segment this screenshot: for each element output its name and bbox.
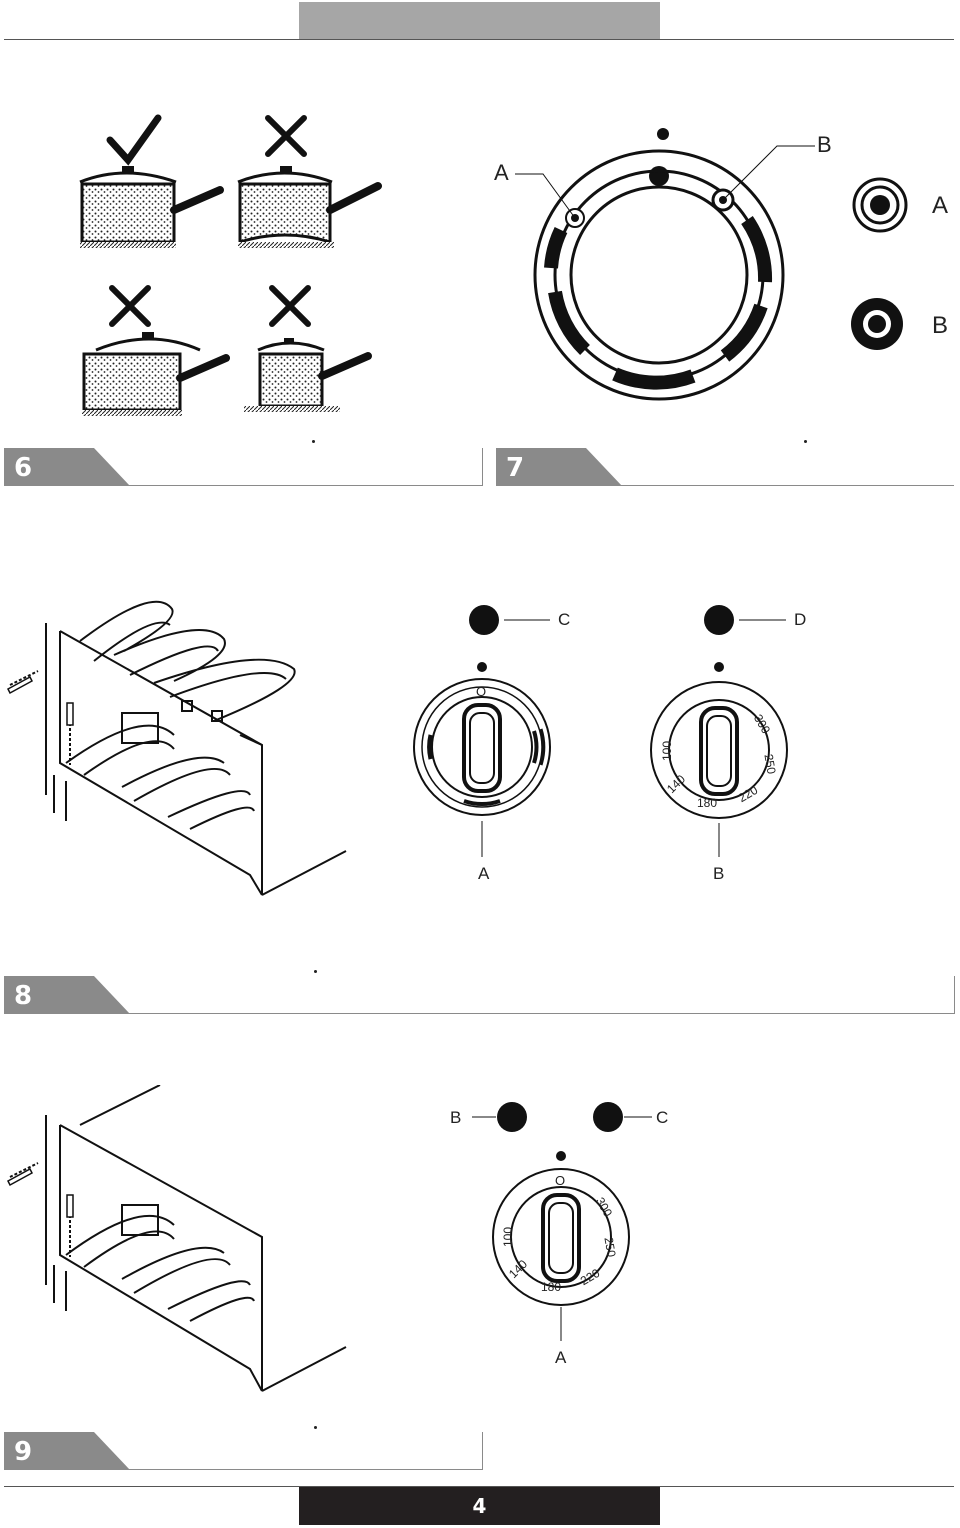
section-7-number: 7 [506,453,525,483]
caption-dot [312,440,315,443]
symbol-a-icon [852,177,908,233]
footer-rule [4,1486,954,1487]
cross-icon [265,115,307,157]
fig9-label-a: A [555,1348,567,1367]
fig8-label-b: B [713,864,725,883]
pot-wrong-warped [237,166,382,248]
knob-diagram-fig8 [413,605,788,857]
check-icon [106,114,162,166]
section-7-frame [496,448,954,486]
knob-b-scale-180: 180 [697,796,718,810]
section-7-tab [496,448,622,486]
fig8-label-a: A [478,864,490,883]
header-rule [4,39,954,40]
section-9-number: 9 [14,1437,33,1467]
knob-scale-100: 100 [501,1226,516,1248]
symbol-b-icon [851,298,903,350]
section-8-frame [4,976,955,1014]
fig9-label-c: C [656,1108,669,1127]
knob-scale-180: 180 [541,1280,562,1294]
knob-b-scale-100: 100 [660,740,675,762]
section-6-tab [4,448,130,486]
fig8-label-d: D [794,610,807,629]
knob-c [492,1168,630,1306]
fig8-label-c: C [558,610,571,629]
knob-zero: O [555,1173,566,1188]
section-6-number: 6 [14,453,33,483]
page-number: 4 [299,1487,660,1525]
fig7-label-a: A [494,160,509,185]
caption-dot [314,1426,317,1429]
fig7-label-b: B [817,132,832,157]
pot-wrong-small [244,338,372,412]
oven-grill-illustration [7,600,347,896]
oven-element-illustration [7,1085,347,1392]
cross-icon [269,285,311,327]
caption-dot [804,440,807,443]
cross-icon [109,285,151,327]
pots-illustration [79,114,382,416]
section-6-frame [4,448,483,486]
burner-diagram [515,128,908,401]
fig7-side-a: A [932,192,949,219]
section-8-tab [4,976,130,1014]
section-9-frame [4,1432,483,1470]
fig7-side-b: B [932,312,949,339]
knob-b [650,681,788,819]
caption-dot [314,970,317,973]
pot-wrong-lid [82,332,230,416]
header-tab [299,2,660,39]
knob-a-zero: O [476,684,487,699]
section-8-number: 8 [14,981,33,1011]
knob-a [413,678,551,816]
knob-diagram-fig9 [472,1102,652,1341]
section-9-tab [4,1432,130,1470]
pot-correct [79,166,224,248]
fig9-label-b: B [450,1108,462,1127]
